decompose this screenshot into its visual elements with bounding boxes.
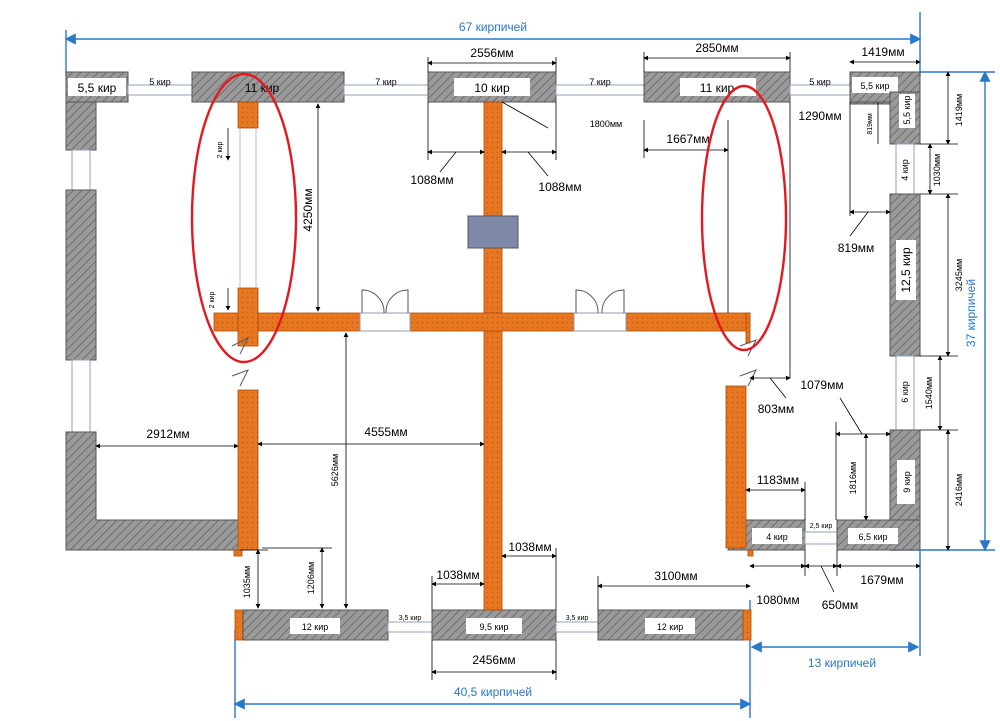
bottom-piece-3-label: 12 кир <box>657 622 683 632</box>
left-inner-k2-label: 2 кир <box>209 292 216 309</box>
dim-1667: 1667мм <box>666 132 709 146</box>
top-piece-1-label: 5,5 кир <box>78 81 117 95</box>
dim-1080: 1080мм <box>756 593 799 607</box>
door-left-corridor <box>361 289 385 314</box>
dim-1419-top: 1419мм <box>861 45 904 59</box>
bottom-gap-1-label: 3,5 кир <box>399 615 422 622</box>
bottom-piece-1-label: 12 кир <box>302 622 328 632</box>
bottom-right-b2-label: 2,5 кир <box>810 523 833 530</box>
right-piece-3-label: 12,5 кир <box>899 247 913 293</box>
bottom-gap-2-label: 3,5 кир <box>566 615 589 622</box>
doors <box>231 289 758 387</box>
dim-1035: 1035мм <box>242 566 252 598</box>
dim-3100: 3100мм <box>654 569 697 583</box>
dim-1038-a: 1038мм <box>436 568 479 582</box>
dim-2416: 2416мм <box>954 474 964 506</box>
top-wall-piece-2 <box>191 71 345 103</box>
dimension-lines: 2556мм 2850мм 1419мм 1419мм 1800мм 1667м… <box>95 41 964 680</box>
dim-3245: 3245мм <box>954 259 964 291</box>
dim-819-b: 819мм <box>838 241 875 255</box>
bottom-wall: 12 кир 3,5 кир 9,5 кир 3,5 кир 12 кир <box>234 609 752 641</box>
right-piece-4-label: 6 кир <box>900 381 910 402</box>
total-right-label: 37 кирпичей <box>964 279 978 347</box>
bottom-right-b3-label: 6,5 кир <box>859 532 888 542</box>
top-gap-1-label: 5 кир <box>149 77 170 87</box>
dim-2850: 2850мм <box>695 41 738 55</box>
top-gap-2-label: 7 кир <box>375 77 396 87</box>
total-bottom-right-label: 13 кирпичей <box>808 656 876 670</box>
left-inner-lines: 2 кир 2 кир <box>209 128 257 311</box>
dim-1679: 1679мм <box>860 573 903 587</box>
top-piece-3-label: 10 кир <box>474 81 510 95</box>
top-piece-2-label: 11 кир <box>245 81 280 95</box>
dim-5626: 5626мм <box>330 454 340 486</box>
left-bottom-corner <box>65 431 259 551</box>
dim-1816: 1816мм <box>848 462 858 494</box>
top-piece-4-label: 11 кир <box>700 81 735 95</box>
dim-4555: 4555мм <box>364 425 407 439</box>
central-pillar <box>467 215 519 249</box>
total-top-label: 67 кирпичей <box>459 20 527 34</box>
dim-819-a: 819мм <box>867 113 874 134</box>
dim-2912: 2912мм <box>146 427 189 441</box>
right-piece-1-label: 5,5 кир <box>902 96 912 125</box>
dim-2456: 2456мм <box>472 653 515 667</box>
dim-1206: 1206мм <box>306 562 316 594</box>
dim-803: 803мм <box>758 402 795 416</box>
interior-brick-walls <box>213 101 754 611</box>
total-bottom-label: 40,5 кирпичей <box>454 685 532 699</box>
right-piece-2-label: 4 кир <box>900 159 910 180</box>
right-piece-5-label: 9 кир <box>902 471 912 492</box>
top-gap-4-label: 5 кир <box>809 77 830 87</box>
dim-650: 650мм <box>822 598 859 612</box>
highlight-oval-right <box>700 84 788 352</box>
bottom-piece-2-label: 9,5 кир <box>480 622 509 632</box>
bottom-right-b1-label: 4 кир <box>766 532 787 542</box>
dim-1038-b: 1038мм <box>508 540 551 554</box>
dim-1030: 1030мм <box>932 154 942 186</box>
left-inner-k1-label: 2 кир <box>217 142 224 159</box>
dim-1419-right: 1419мм <box>954 94 964 126</box>
dim-4250: 4250мм <box>301 188 315 231</box>
top-wall: 5,5 кир 5 кир 11 кир 7 кир 10 кир 7 кир … <box>65 71 921 103</box>
central-vertical-wall <box>483 101 503 611</box>
dim-1088-left: 1088мм <box>410 173 453 187</box>
dim-1540: 1540мм <box>924 377 934 409</box>
dim-1079: 1079мм <box>800 378 843 392</box>
right-outer-wall: 5,5 кир 4 кир 12,5 кир 6 кир 9 кир <box>849 91 921 551</box>
dim-1800: 1800мм <box>590 119 622 129</box>
highlight-oval-left <box>190 72 298 364</box>
top-gap-3-label: 7 кир <box>589 77 610 87</box>
dim-1290: 1290мм <box>798 109 841 123</box>
bottom-right-wall: 4 кир 2,5 кир 6,5 кир <box>727 519 921 551</box>
dim-1183: 1183мм <box>757 473 799 487</box>
total-top-dimension: 67 кирпичей <box>64 12 922 76</box>
dim-2556: 2556мм <box>470 46 513 60</box>
door-right-corridor <box>575 289 599 314</box>
dim-1088-right: 1088мм <box>538 180 581 194</box>
top-piece-5-label: 5,5 кир <box>861 81 890 91</box>
